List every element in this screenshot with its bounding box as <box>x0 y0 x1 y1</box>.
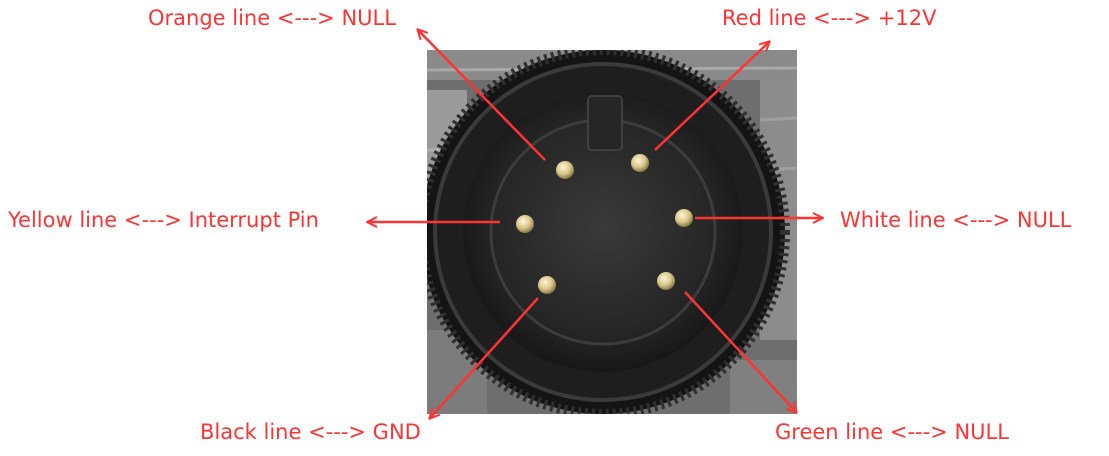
pin-green <box>657 272 675 290</box>
label-red-line: Red line <---> +12V <box>722 6 937 30</box>
label-black-line: Black line <---> GND <box>200 420 421 444</box>
pin-white <box>675 209 693 227</box>
label-yellow-line: Yellow line <---> Interrupt Pin <box>8 208 319 232</box>
label-white-line: White line <---> NULL <box>840 208 1072 232</box>
label-orange-line: Orange line <---> NULL <box>148 6 396 30</box>
arrow-orange <box>418 30 546 161</box>
arrow-green <box>684 291 796 412</box>
photo-background <box>427 50 797 414</box>
connector-pins <box>516 154 693 294</box>
arrow-red <box>654 42 769 151</box>
leader-arrows <box>368 30 822 418</box>
pin-red <box>631 154 649 172</box>
pin-black <box>538 276 556 294</box>
label-green-line: Green line <---> NULL <box>775 420 1009 444</box>
pin-orange <box>556 161 574 179</box>
pin-yellow <box>516 215 534 233</box>
arrow-black <box>430 297 539 418</box>
connector-key-notch <box>587 95 623 151</box>
